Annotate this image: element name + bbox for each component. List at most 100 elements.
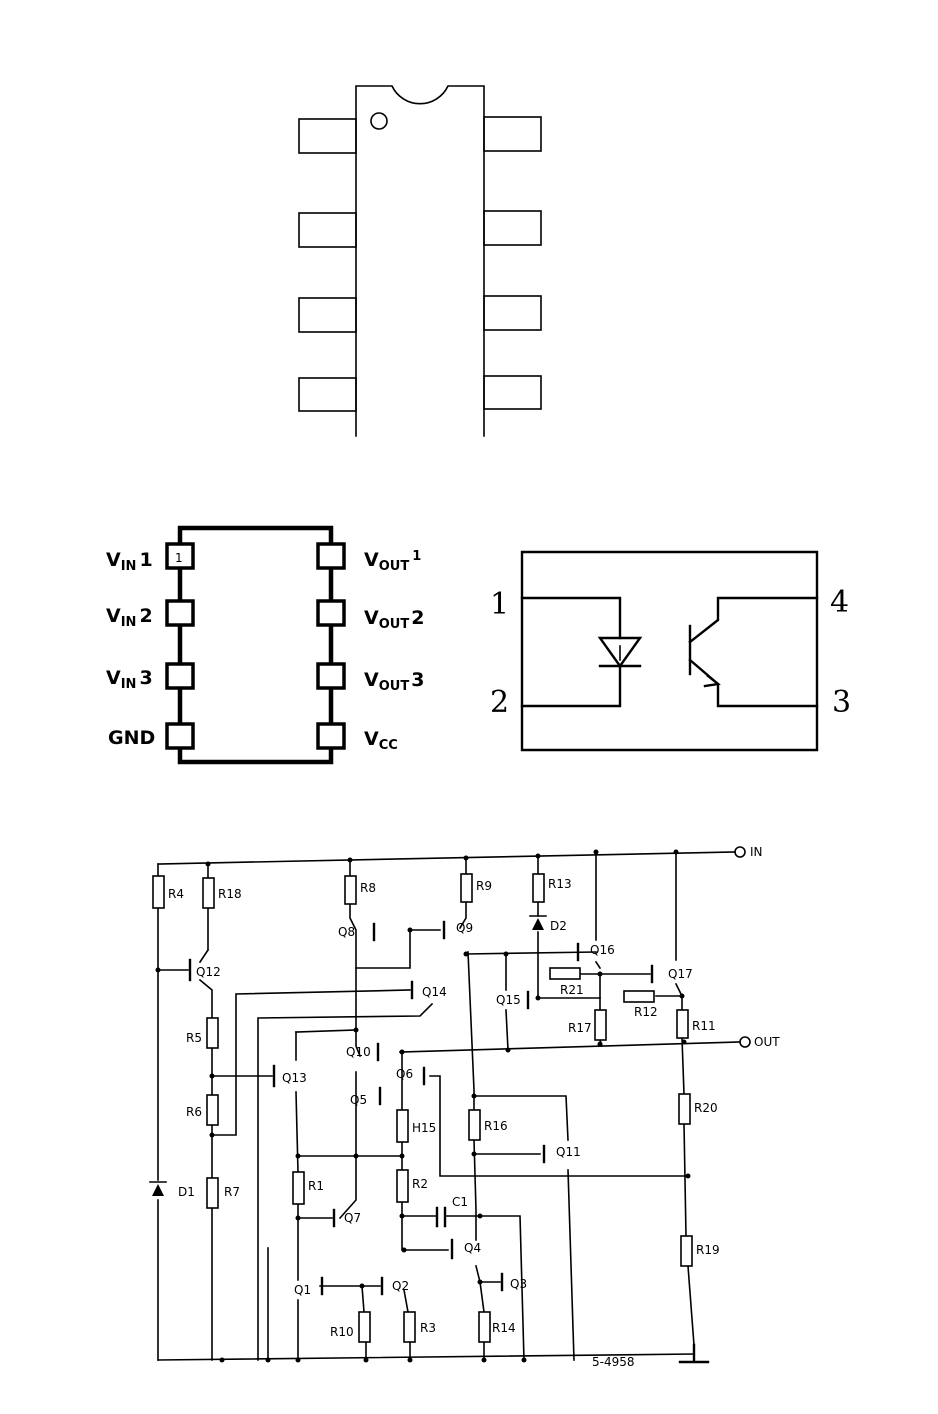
label-q5: Q5	[350, 1093, 367, 1107]
left-pin-2	[299, 213, 356, 247]
resistor-r7	[207, 1178, 218, 1208]
label-q3: Q3	[510, 1277, 527, 1291]
right-pin-3	[484, 296, 541, 330]
left-label-2: VIN2	[106, 605, 153, 630]
label-r8: R8	[360, 881, 376, 895]
label-q11: Q11	[556, 1145, 581, 1159]
resistor-r20	[679, 1094, 690, 1124]
label-r4: R4	[168, 887, 184, 901]
right-label-4: VCC	[364, 728, 398, 753]
label-q4: Q4	[464, 1241, 481, 1255]
label-r21: R21	[560, 983, 584, 997]
resistor-r14	[479, 1312, 490, 1342]
left-label-4: GND	[108, 727, 155, 749]
pinout-square-vcc	[318, 724, 344, 748]
resistor-r4	[153, 876, 164, 908]
pinout-square-vout1	[318, 544, 344, 568]
resistor-r19	[681, 1236, 692, 1266]
label-q12: Q12	[196, 965, 221, 979]
label-r18: R18	[218, 887, 242, 901]
resistor-r10	[359, 1312, 370, 1342]
label-r19: R19	[696, 1243, 720, 1257]
terminal-3: 3	[832, 685, 851, 720]
label-q14: Q14	[422, 985, 447, 999]
label-r6: R6	[186, 1105, 202, 1119]
phototransistor-icon	[690, 598, 817, 706]
input-label: IN	[750, 845, 763, 859]
label-r12: R12	[634, 1005, 658, 1019]
terminal-4: 4	[830, 585, 849, 620]
right-pin-4	[484, 376, 541, 409]
right-label-1: VOUT1	[364, 549, 421, 574]
label-r1: R1	[308, 1179, 324, 1193]
resistor-r5	[207, 1018, 218, 1048]
resistor-r6	[207, 1095, 218, 1125]
label-q16: Q16	[590, 943, 615, 957]
label-q17: Q17	[668, 967, 693, 981]
diode-d1-icon	[152, 1184, 164, 1196]
resistor-r3	[404, 1312, 415, 1342]
drawing-number: 5-4958	[592, 1355, 635, 1369]
pinout-square-gnd	[167, 724, 193, 748]
dip-package-outline	[299, 86, 541, 436]
right-pin-2	[484, 211, 541, 245]
label-q6: Q6	[396, 1067, 413, 1081]
resistor-r13	[533, 874, 544, 902]
label-r3: R3	[420, 1321, 436, 1335]
pin1-marker: 1	[175, 551, 183, 565]
resistor-r1	[293, 1172, 304, 1204]
label-r2: R2	[412, 1177, 428, 1191]
resistor-r11	[677, 1010, 688, 1038]
label-r16: R16	[484, 1119, 508, 1133]
output-terminal	[740, 1037, 750, 1047]
resistor-r9	[461, 874, 472, 902]
label-q9: Q9	[456, 921, 473, 935]
resistor-r12	[624, 991, 654, 1002]
label-d2: D2	[550, 919, 567, 933]
label-q7: Q7	[344, 1211, 361, 1225]
label-r10: R10	[330, 1325, 354, 1339]
label-q10: Q10	[346, 1045, 371, 1059]
diode-d2-icon	[532, 918, 544, 930]
regulator-schematic: IN OUT 5-4958	[150, 845, 780, 1369]
optocoupler-diagram: 1 2 3 4	[490, 552, 851, 750]
output-label: OUT	[754, 1035, 780, 1049]
resistor-r16	[469, 1110, 480, 1140]
label-r13: R13	[548, 877, 572, 891]
label-d1: D1	[178, 1185, 195, 1199]
terminal-2: 2	[490, 685, 509, 720]
label-r17: R17	[568, 1021, 592, 1035]
pinout-diagram: 1 VIN1 VIN2 VIN3 GND VOUT1 VOUT2 VOUT3 V…	[106, 528, 424, 762]
label-h15: H15	[412, 1121, 436, 1135]
right-pin-1	[484, 117, 541, 151]
resistor-r17	[595, 1010, 606, 1040]
label-q2: Q2	[392, 1279, 409, 1293]
label-q13: Q13	[282, 1071, 307, 1085]
label-q15: Q15	[496, 993, 521, 1007]
label-r14: R14	[492, 1321, 516, 1335]
label-c1: C1	[452, 1195, 468, 1209]
label-r9: R9	[476, 879, 492, 893]
label-q1: Q1	[294, 1283, 311, 1297]
resistor-r21	[550, 968, 580, 979]
resistor-r8	[345, 876, 356, 904]
left-pin-1	[299, 119, 356, 153]
pinout-square-vin3	[167, 664, 193, 688]
pinout-square-vout2	[318, 601, 344, 625]
label-r20: R20	[694, 1101, 718, 1115]
input-terminal	[735, 847, 745, 857]
resistor-r18	[203, 878, 214, 908]
capacitor-c1-icon	[437, 1208, 445, 1226]
resistor-r2	[397, 1170, 408, 1202]
left-pin-4	[299, 378, 356, 411]
label-r7: R7	[224, 1185, 240, 1199]
label-r11: R11	[692, 1019, 716, 1033]
label-r5: R5	[186, 1031, 202, 1045]
label-q8: Q8	[338, 925, 355, 939]
terminal-1: 1	[490, 587, 509, 622]
left-pin-3	[299, 298, 356, 332]
